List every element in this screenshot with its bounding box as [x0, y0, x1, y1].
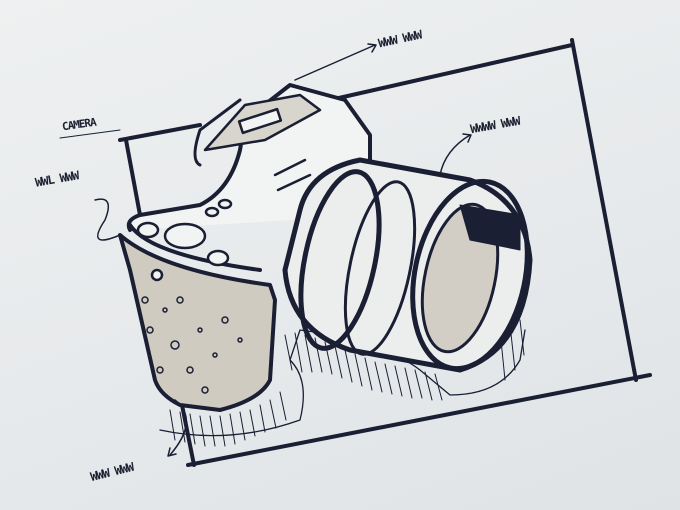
- grip-texture: [141, 296, 243, 394]
- shadow-hatching: [159, 319, 526, 447]
- controls: [136, 198, 233, 282]
- lens: [282, 157, 533, 373]
- callout-lines: [59, 43, 472, 457]
- top-plate: [203, 93, 322, 192]
